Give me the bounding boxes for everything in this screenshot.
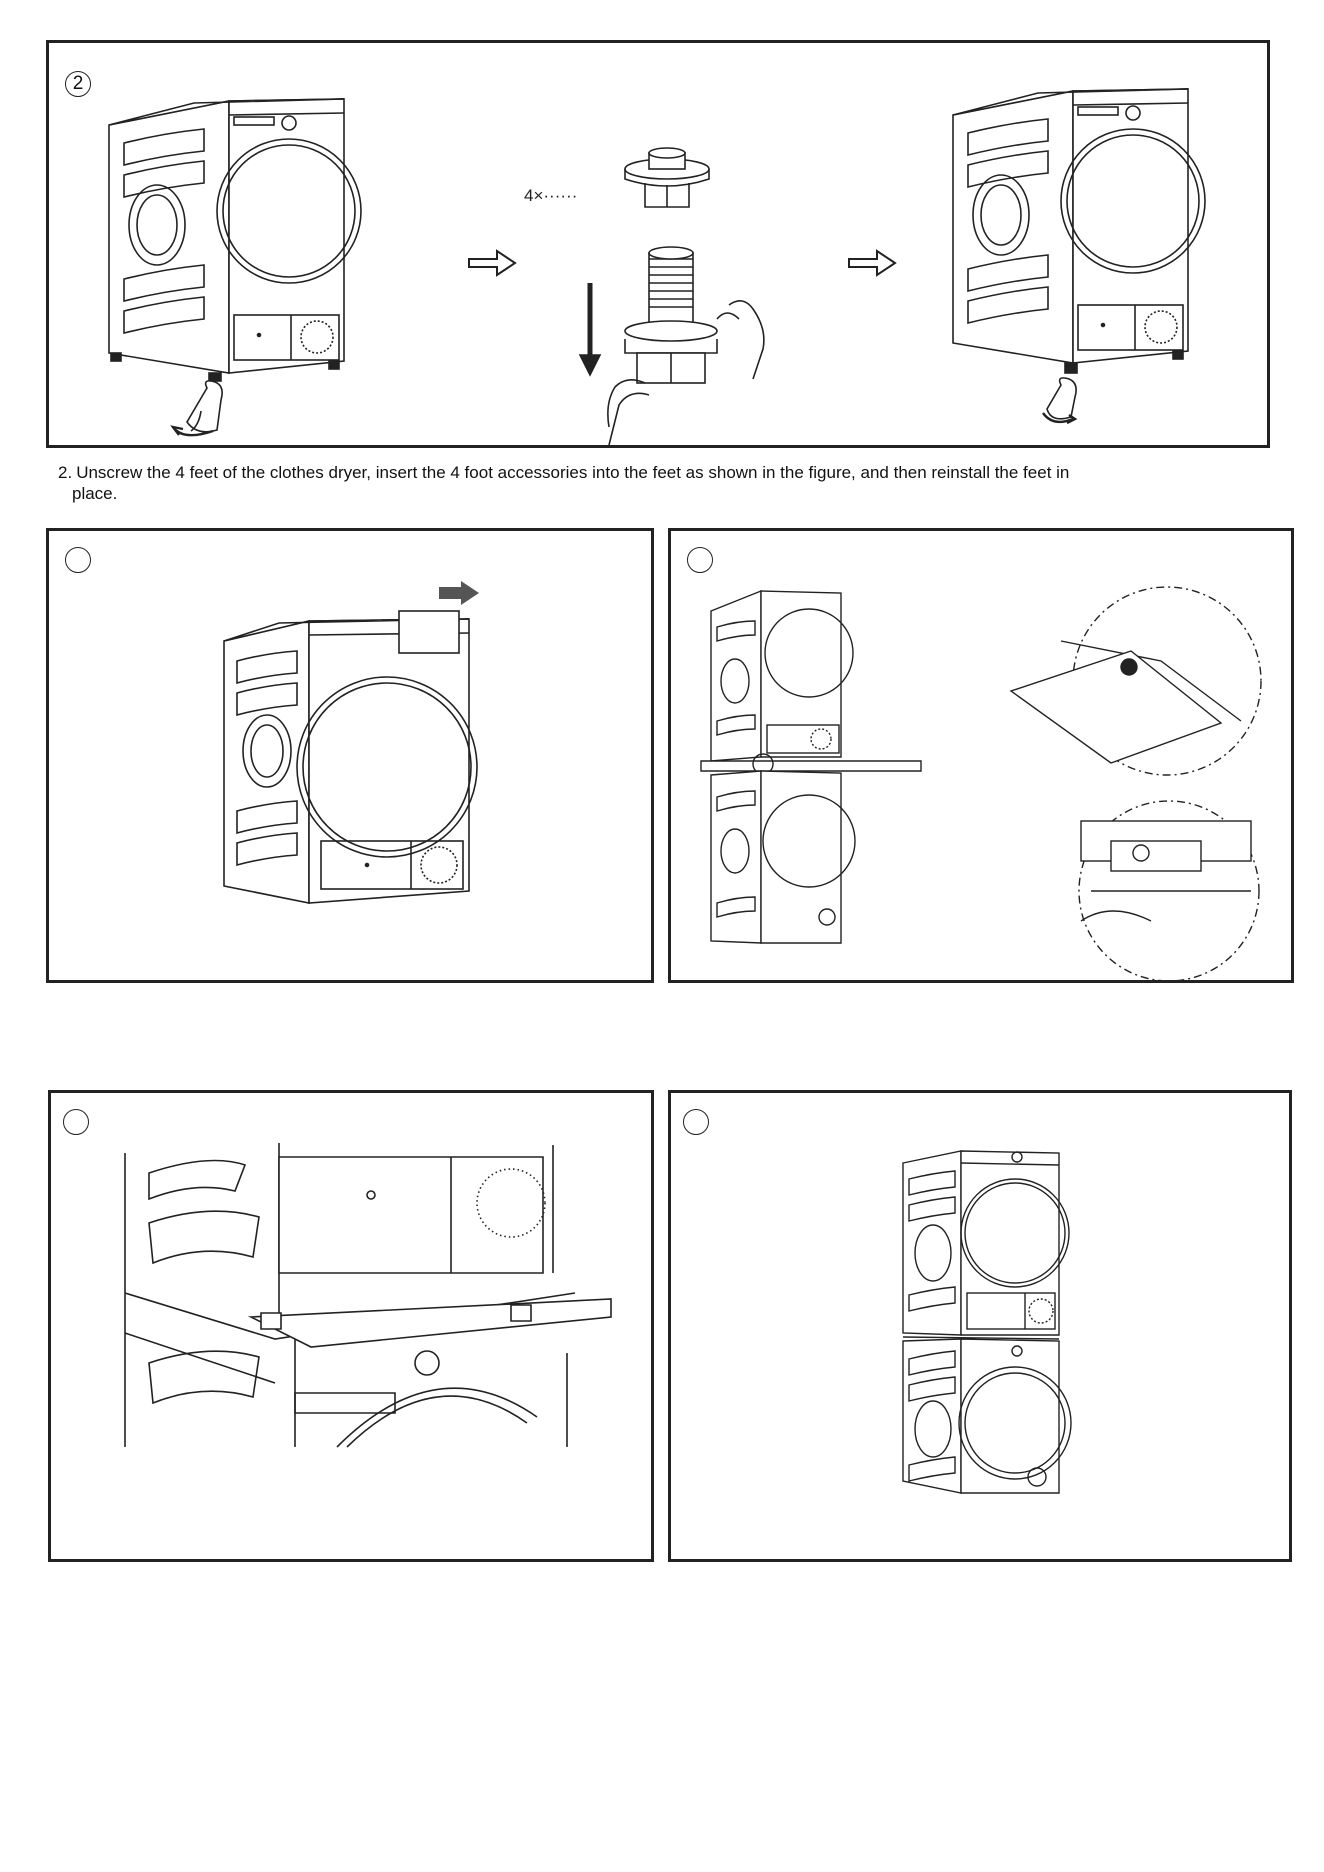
- foot-with-hands: [608, 247, 764, 445]
- hollow-right-arrow-icon: [469, 251, 515, 275]
- caption-line-2: place.: [58, 483, 1138, 504]
- step-2-panel: 2: [46, 40, 1270, 448]
- accessory-qty-text: 4×······: [524, 186, 577, 205]
- step-4-illustration: [671, 531, 1297, 986]
- hollow-right-arrow-icon: [849, 251, 895, 275]
- step-6-panel: [668, 1090, 1292, 1562]
- step-5-panel: [48, 1090, 654, 1562]
- foot-accessory: [625, 148, 709, 207]
- step-2-caption: 2.Unscrew the 4 feet of the clothes drye…: [58, 462, 1138, 504]
- step-2-illustration: 4×······: [49, 43, 1273, 451]
- dryer-before: [109, 99, 361, 435]
- step-6-illustration: [671, 1093, 1295, 1565]
- step-3-panel: [46, 528, 654, 983]
- dryer-after: [953, 89, 1205, 423]
- step-4-panel: [668, 528, 1294, 983]
- slide-right-arrow-icon: [439, 581, 479, 605]
- caption-line-1: Unscrew the 4 feet of the clothes dryer,…: [76, 463, 1069, 482]
- caption-number: 2.: [58, 463, 72, 482]
- step-3-illustration: [49, 531, 657, 986]
- down-arrow-icon: [580, 283, 600, 375]
- step-5-illustration: [51, 1093, 657, 1565]
